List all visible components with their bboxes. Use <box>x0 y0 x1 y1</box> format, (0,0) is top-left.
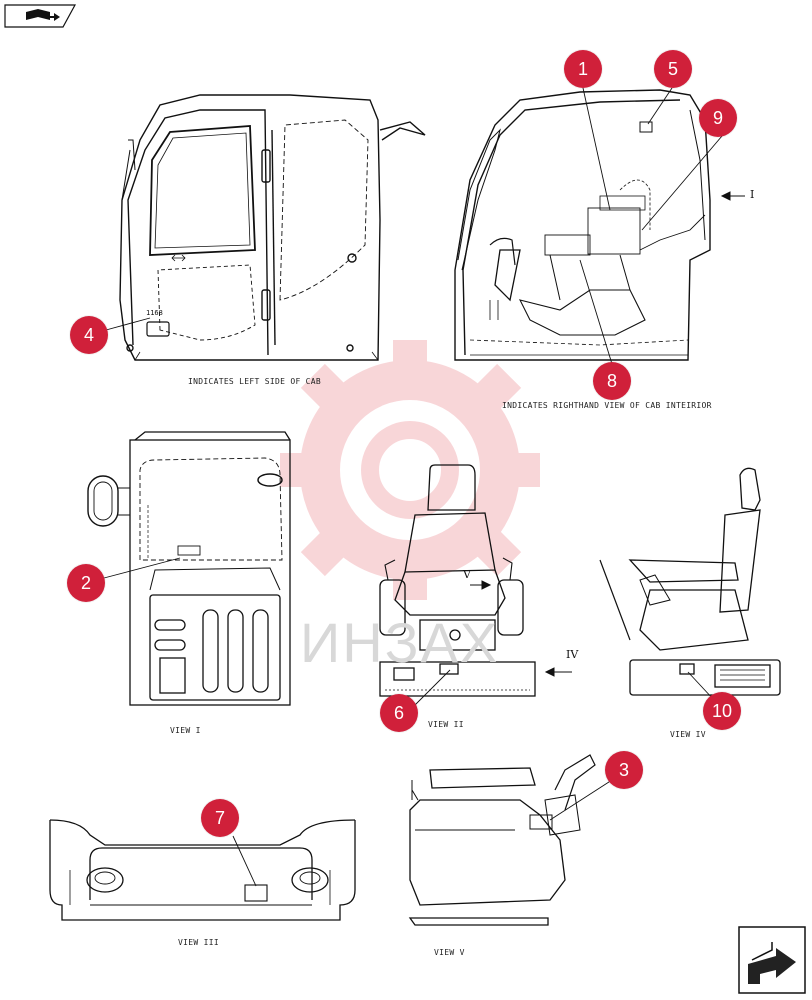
next-arrow-icon[interactable] <box>738 926 806 994</box>
callout-4[interactable]: 4 <box>70 316 108 354</box>
view-iv-arrow <box>544 667 572 677</box>
caption-view-iv: VIEW IV <box>670 730 706 739</box>
view-v-arrow <box>470 580 492 590</box>
watermark-text: ИНЗАХ <box>300 611 500 674</box>
view-ii-drawing <box>379 464 536 697</box>
callout-2[interactable]: 2 <box>67 564 105 602</box>
caption-view-i: VIEW I <box>170 726 201 735</box>
cab-interior-right-drawing <box>454 89 711 361</box>
callout-10[interactable]: 10 <box>703 692 741 730</box>
callout-5[interactable]: 5 <box>654 50 692 88</box>
callout-8[interactable]: 8 <box>593 362 631 400</box>
callout-6[interactable]: 6 <box>380 694 418 732</box>
caption-view-v: VIEW V <box>434 948 465 957</box>
callout-7[interactable]: 7 <box>201 799 239 837</box>
book-arrow-icon[interactable] <box>4 4 77 28</box>
caption-right-cab: INDICATES RIGHTHAND VIEW OF CAB INTEIRIO… <box>502 401 712 410</box>
cab-left-side-drawing <box>119 94 426 361</box>
callout-1[interactable]: 1 <box>564 50 602 88</box>
view-i-drawing <box>87 431 291 706</box>
caption-left-cab: INDICATES LEFT SIDE OF CAB <box>188 377 322 386</box>
view-v-drawing <box>408 754 596 926</box>
view-iv-drawing <box>599 467 781 696</box>
view-marker-v: V <box>463 568 471 581</box>
callout-3[interactable]: 3 <box>605 751 643 789</box>
view-i-arrow <box>720 191 745 201</box>
watermark-gear <box>280 340 540 600</box>
callout-9[interactable]: 9 <box>699 99 737 137</box>
view-marker-iv: IV <box>566 648 579 661</box>
caption-view-ii: VIEW II <box>428 720 464 729</box>
leader-lines <box>103 87 723 887</box>
caption-view-iii: VIEW III <box>178 938 219 947</box>
view-marker-i: I <box>750 188 755 201</box>
view-iii-drawing <box>49 819 356 921</box>
decal-label: 1168 <box>146 309 163 317</box>
